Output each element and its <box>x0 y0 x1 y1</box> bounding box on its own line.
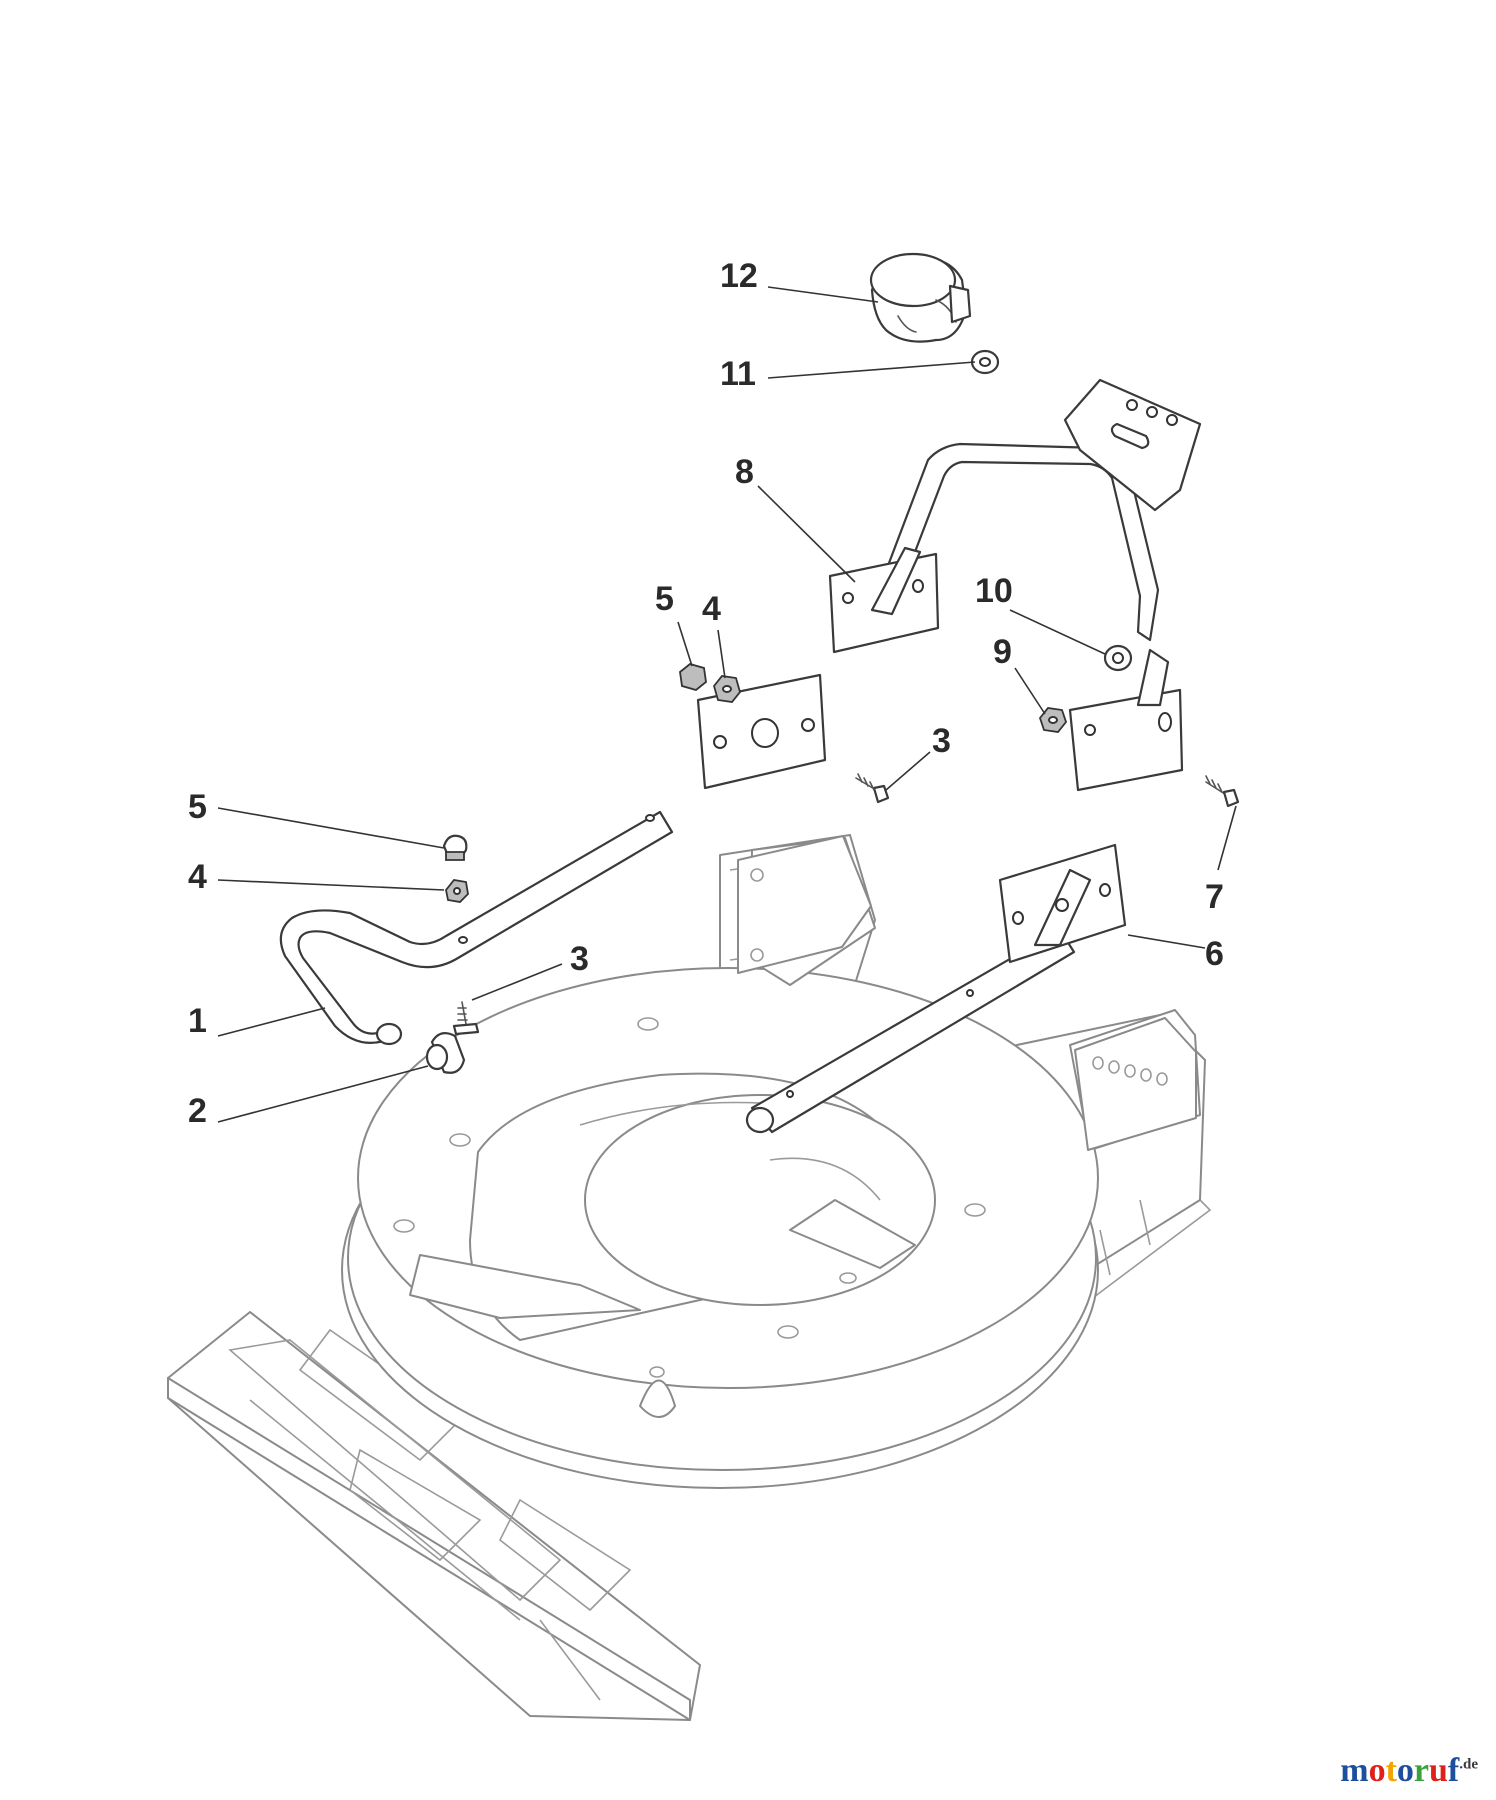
watermark-letter: r <box>1413 1752 1429 1789</box>
callout-6: 6 <box>1205 935 1224 973</box>
callout-1: 1 <box>188 1002 207 1040</box>
callout-10: 10 <box>975 572 1013 610</box>
callout-5-lower: 5 <box>188 788 207 826</box>
hex-nut-lower <box>445 879 469 903</box>
watermark-logo: motoruf.de <box>1340 1752 1478 1790</box>
callout-4-lower: 4 <box>188 858 207 896</box>
callout-9: 9 <box>993 633 1012 671</box>
watermark-suffix: .de <box>1459 1756 1478 1773</box>
callout-7: 7 <box>1205 878 1224 916</box>
lower-handle-right <box>745 843 1127 1134</box>
washer-11 <box>970 349 1000 375</box>
hex-nut-9 <box>1038 707 1068 733</box>
watermark-letter: f <box>1447 1752 1460 1789</box>
watermark-letter: t <box>1385 1752 1397 1789</box>
callout-2: 2 <box>188 1092 207 1130</box>
watermark-letter: o <box>1368 1752 1386 1789</box>
watermark-letter: o <box>1396 1752 1414 1789</box>
bolt-7 <box>1205 775 1240 808</box>
bolt-3-upper <box>855 773 890 804</box>
deck-handle-mounts <box>737 835 1197 1151</box>
callout-3-lower: 3 <box>570 940 589 978</box>
lower-handle-left <box>279 673 827 1046</box>
watermark-letter: m <box>1340 1752 1369 1789</box>
bolt-3-lower <box>452 1001 480 1036</box>
mower-deck <box>167 834 1212 1721</box>
watermark-letter: u <box>1429 1752 1448 1789</box>
star-knob <box>869 252 972 343</box>
cap-nut-lower <box>442 834 468 861</box>
callout-5-upper: 5 <box>655 580 674 618</box>
end-cap <box>425 1031 466 1074</box>
cap-nut-upper <box>679 663 707 691</box>
callout-4-upper: 4 <box>702 590 721 628</box>
callout-3-upper: 3 <box>932 722 951 760</box>
upper-handle <box>828 378 1202 792</box>
leader-lines <box>217 286 1237 1123</box>
washer-10 <box>1103 644 1133 672</box>
callout-12: 12 <box>720 257 758 295</box>
callout-11: 11 <box>720 355 756 393</box>
callout-8: 8 <box>735 453 754 491</box>
hex-nut-upper <box>713 675 741 703</box>
callout-labels: 12 11 8 10 9 5 4 3 5 4 3 1 2 6 7 <box>188 257 1224 1130</box>
